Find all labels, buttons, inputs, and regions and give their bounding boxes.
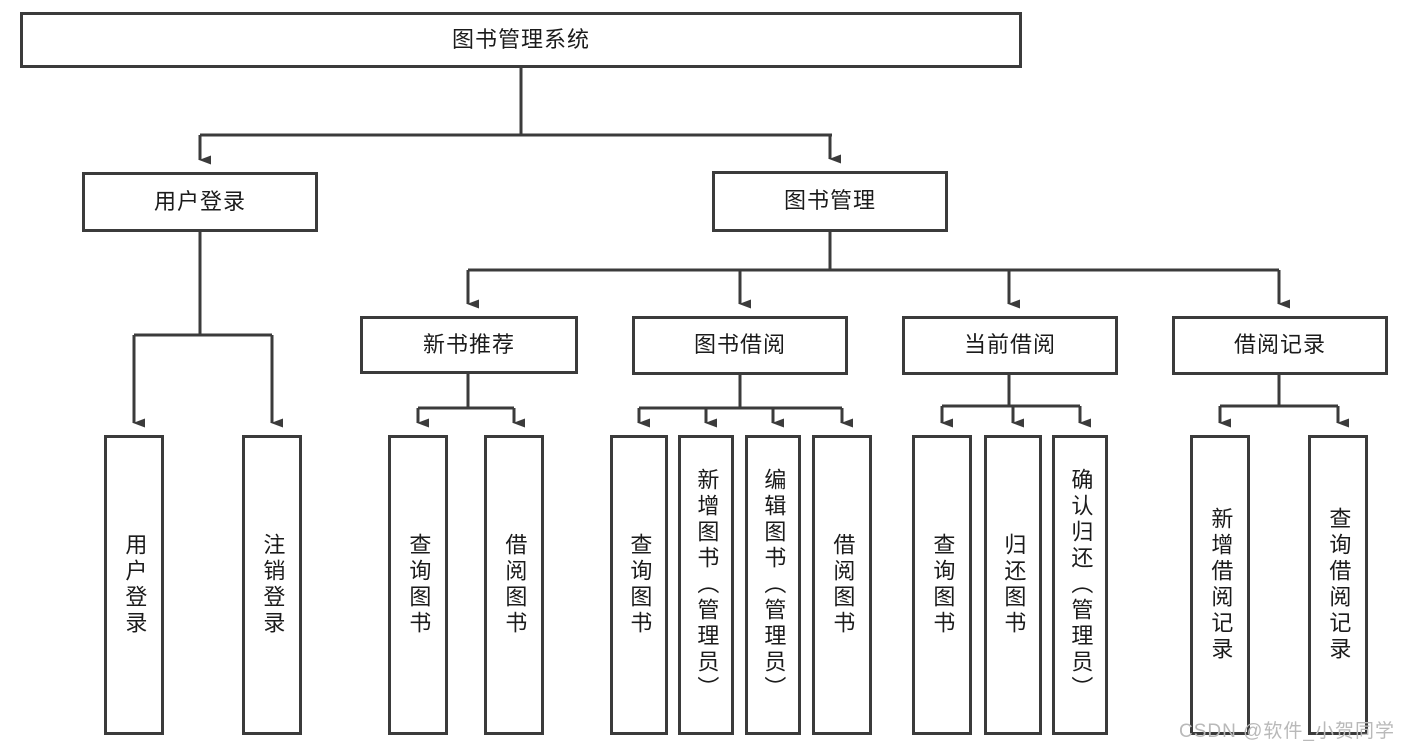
node-book-borrow[interactable]: 图书借阅: [632, 316, 848, 375]
node-leaf-add-book-label: 新增图书（管理员）: [694, 468, 720, 702]
node-leaf-return-book[interactable]: 归还图书: [984, 435, 1042, 735]
node-leaf-logout[interactable]: 注销登录: [242, 435, 302, 735]
node-leaf-add-book[interactable]: 新增图书（管理员）: [678, 435, 734, 735]
node-leaf-query-book-3[interactable]: 查询图书: [912, 435, 972, 735]
csdn-watermark: CSDN @软件_小贺同学: [1179, 721, 1395, 742]
node-root[interactable]: 图书管理系统: [20, 12, 1022, 68]
node-book-borrow-label: 图书借阅: [693, 332, 786, 358]
node-current-borrow-label: 当前借阅: [963, 332, 1056, 358]
node-current-borrow[interactable]: 当前借阅: [902, 316, 1118, 375]
node-leaf-query-record-label: 查询借阅记录: [1326, 507, 1352, 663]
node-new-book-recommend[interactable]: 新书推荐: [360, 316, 578, 374]
node-leaf-user-login-label: 用户登录: [122, 533, 148, 637]
node-leaf-confirm-return[interactable]: 确认归还（管理员）: [1052, 435, 1108, 735]
node-leaf-query-book-1[interactable]: 查询图书: [388, 435, 448, 735]
node-book-manage-label: 图书管理: [783, 188, 876, 214]
node-leaf-query-book-2[interactable]: 查询图书: [610, 435, 668, 735]
node-leaf-query-book-3-label: 查询图书: [930, 533, 956, 637]
node-leaf-borrow-book-2-label: 借阅图书: [830, 533, 856, 637]
node-leaf-borrow-book-1[interactable]: 借阅图书: [484, 435, 544, 735]
node-leaf-query-book-1-label: 查询图书: [406, 533, 432, 637]
node-leaf-logout-label: 注销登录: [260, 533, 286, 637]
node-root-label: 图书管理系统: [451, 26, 590, 52]
node-new-book-recommend-label: 新书推荐: [422, 331, 515, 357]
node-leaf-add-record[interactable]: 新增借阅记录: [1190, 435, 1250, 735]
node-leaf-edit-book-label: 编辑图书（管理员）: [761, 468, 787, 702]
node-leaf-confirm-return-label: 确认归还（管理员）: [1068, 468, 1094, 702]
node-book-manage[interactable]: 图书管理: [712, 171, 948, 232]
node-leaf-borrow-book-1-label: 借阅图书: [502, 533, 528, 637]
node-user-login-label: 用户登录: [153, 188, 246, 214]
node-leaf-query-record[interactable]: 查询借阅记录: [1308, 435, 1368, 735]
node-leaf-add-record-label: 新增借阅记录: [1208, 507, 1234, 663]
node-leaf-query-book-2-label: 查询图书: [627, 533, 653, 637]
node-user-login[interactable]: 用户登录: [82, 172, 318, 232]
node-leaf-edit-book[interactable]: 编辑图书（管理员）: [745, 435, 801, 735]
node-leaf-borrow-book-2[interactable]: 借阅图书: [812, 435, 872, 735]
node-leaf-return-book-label: 归还图书: [1001, 533, 1027, 637]
node-leaf-user-login[interactable]: 用户登录: [104, 435, 164, 735]
node-borrow-record-label: 借阅记录: [1233, 332, 1326, 358]
node-borrow-record[interactable]: 借阅记录: [1172, 316, 1388, 375]
